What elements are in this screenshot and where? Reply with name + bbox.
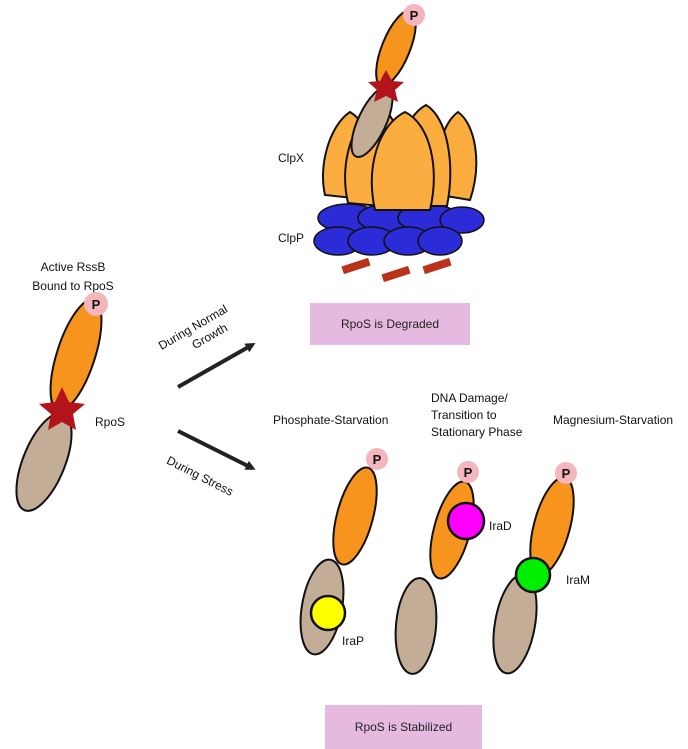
irad-protein — [448, 503, 484, 539]
irap-rssb-protein — [325, 463, 386, 569]
stress-label: During Stress — [164, 453, 235, 498]
irad-label: IraD — [489, 519, 512, 533]
top-phospho-label: P — [410, 8, 419, 23]
left-title-line2: Bound to RpoS — [32, 279, 113, 293]
iram-phospho-label: P — [562, 466, 571, 481]
irad-rpos-protein — [392, 576, 440, 675]
phosphate-starvation-header: Phosphate-Starvation — [273, 413, 388, 427]
rpos-degraded-label: RpoS is Degraded — [341, 317, 439, 331]
dna-damage-header-line3: Stationary Phase — [431, 425, 523, 439]
clpp-complex — [314, 204, 484, 255]
left-title-line1: Active RssB — [41, 260, 106, 274]
normal-growth-arrow — [178, 345, 252, 387]
clpx-label: ClpX — [278, 151, 304, 165]
rpos-label: RpoS — [95, 415, 125, 429]
clpx-complex — [323, 105, 476, 210]
rpos-stabilized-label: RpoS is Stabilized — [355, 720, 452, 734]
clpp-label: ClpP — [278, 231, 304, 245]
magnesium-starvation-header: Magnesium-Starvation — [553, 413, 673, 427]
rpos-degraded-box: RpoS is Degraded — [310, 303, 470, 345]
dna-damage-header-line1: DNA Damage/ — [431, 391, 508, 405]
degraded-fragments — [341, 258, 451, 282]
irap-protein — [311, 596, 345, 630]
iram-protein — [516, 558, 550, 592]
phospho-label: P — [92, 297, 101, 312]
irap-label: IraP — [342, 634, 364, 648]
iram-label: IraM — [566, 573, 590, 587]
irap-phospho-label: P — [373, 452, 382, 467]
dna-damage-header-line2: Transition to — [431, 408, 497, 422]
rpos-stabilized-box: RpoS is Stabilized — [325, 705, 482, 749]
irad-phospho-label: P — [464, 465, 473, 480]
